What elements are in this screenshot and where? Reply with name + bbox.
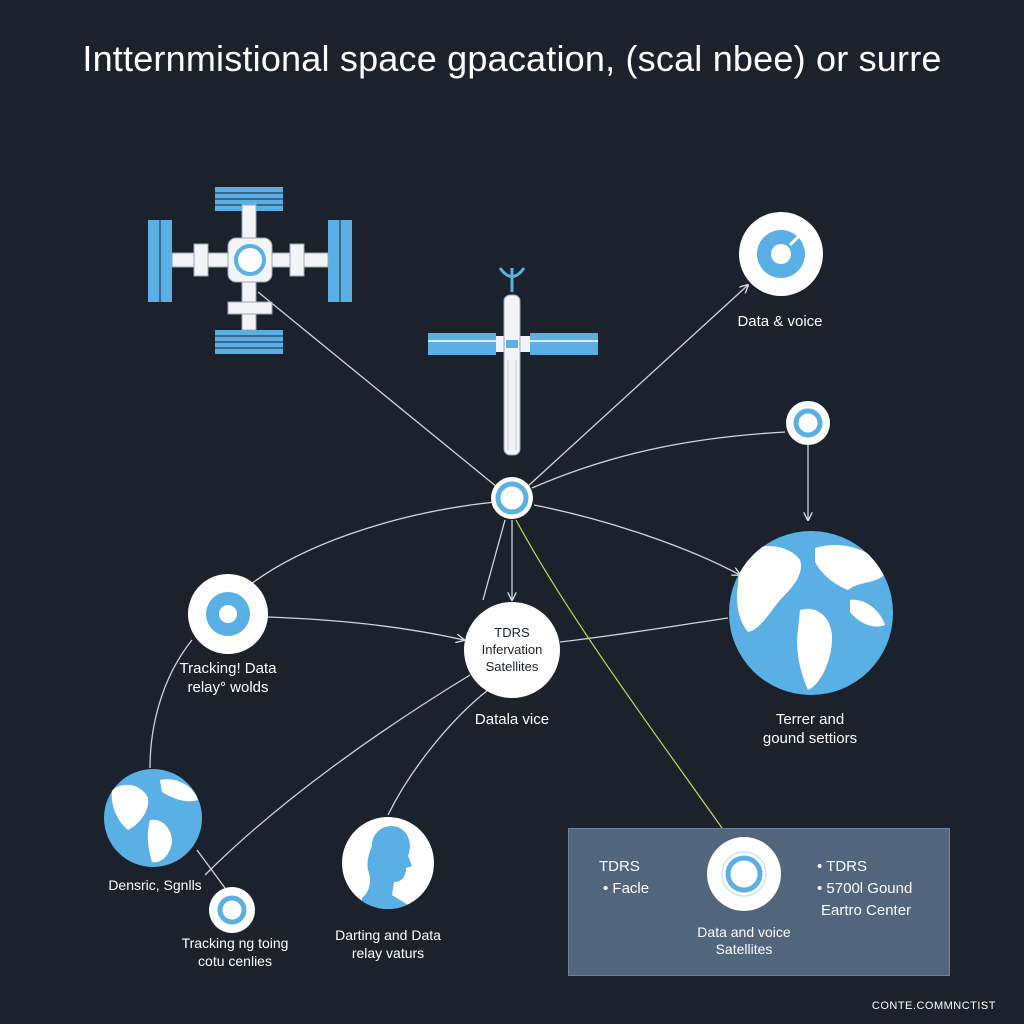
label-darting: Darting and Data relay vaturs [335, 927, 441, 961]
tdrs-node [464, 602, 560, 698]
person-head-icon [342, 817, 434, 909]
panel-left-column: TDRS Facle [599, 856, 649, 900]
panel-left-title: TDRS [599, 858, 640, 875]
link-hub-smallnode [531, 431, 786, 489]
link-tdrs-globe [559, 617, 729, 643]
space-station-icon [148, 187, 352, 354]
label-densric: Densric, Sgnlls [108, 877, 202, 893]
small-node-ring-icon-2 [209, 887, 255, 933]
tracking-node-icon [188, 574, 268, 654]
footer-credit: CONTE.COMMNCTIST [871, 1000, 996, 1012]
link-hub-globe [533, 504, 740, 575]
link-densric-smallnode [196, 849, 226, 889]
link-tdrs-densric [204, 674, 471, 876]
connection-lines [149, 285, 808, 889]
panel-right-column: TDRS 5700l Gound Eartro Center [817, 856, 912, 922]
small-node-ring-icon [786, 401, 830, 445]
panel-right-item-1: TDRS [817, 856, 912, 878]
link-station-hub [257, 291, 498, 488]
link-hub-panel [515, 519, 723, 829]
data-voice-node-icon [739, 212, 823, 296]
label-tracking-small: Tracking ng toing cotu cenlies [181, 935, 289, 969]
link-hub-datavoice [526, 285, 748, 488]
label-tdrs-node: TDRS Infervation Satellites [481, 625, 543, 674]
earth-globe-icon [729, 531, 893, 695]
panel-right-item-2: 5700l Gound [817, 878, 912, 900]
earth-globe-icon-small [104, 769, 202, 867]
link-tdrs-person [387, 689, 489, 816]
link-hub-tdrs-2 [482, 519, 506, 601]
panel-node-ring-icon [707, 837, 781, 911]
link-tracking-tdrs [267, 616, 464, 640]
panel-right-extra: Eartro Center [821, 902, 912, 919]
hub-node-ring-icon [491, 477, 533, 519]
label-tracking-relay: Tracking! Data relay° wolds [179, 660, 277, 696]
link-tracking-globe [149, 639, 193, 769]
label-data-voice-mid: Datala vice [474, 711, 550, 728]
page-title: Intternmistional space gpacation, (scal … [82, 38, 942, 79]
panel-left-item: Facle [599, 878, 649, 900]
satellite-icon [428, 267, 598, 456]
label-terrestrial: Terrer and gound settiors [762, 711, 858, 747]
label-data-voice-top: Data & voice [737, 313, 823, 330]
link-hub-tracking [232, 501, 496, 600]
panel-bottom-label: Data and voice Satellites [697, 924, 791, 957]
info-panel: TDRS Facle TDRS 5700l Gound Eartro Cente… [568, 828, 950, 976]
